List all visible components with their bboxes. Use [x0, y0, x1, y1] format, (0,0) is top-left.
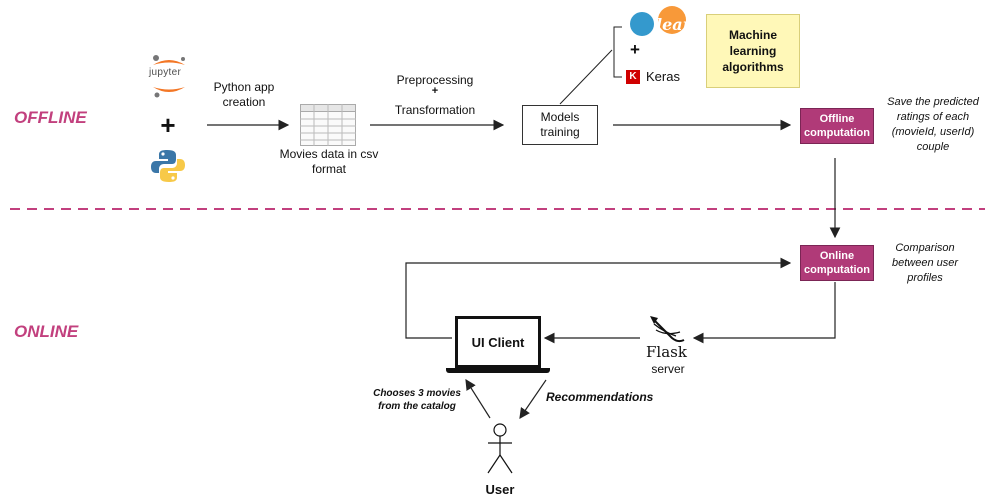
- jupyter-wordmark: jupyter: [149, 67, 182, 78]
- jupyter-logo: jupyter: [147, 52, 191, 100]
- keras-label: Keras: [646, 69, 680, 84]
- user-label: User: [485, 482, 515, 497]
- movies-data-label: Movies data in csv format: [279, 147, 379, 176]
- link-training-to-tools: [559, 49, 613, 105]
- arrow-user-to-client: [465, 378, 491, 419]
- scikit-learn-logo: learn: [628, 6, 703, 40]
- arrow-client-to-online: [405, 257, 792, 339]
- online-computation-box: Online computation: [800, 245, 874, 281]
- laptop-base: [446, 368, 550, 373]
- tools-bracket: [613, 26, 622, 78]
- models-training-label: Models training: [540, 110, 580, 139]
- ui-client-label: UI Client: [471, 334, 525, 350]
- offline-section-label: OFFLINE: [14, 108, 87, 127]
- python-app-label: Python app creation: [213, 80, 275, 109]
- chooses-movies-label: Chooses 3 movies from the catalog: [373, 388, 461, 412]
- online-computation-label: Online computation: [804, 250, 870, 276]
- plus-sign: +: [160, 110, 176, 140]
- tools-plus-sign: +: [630, 40, 640, 59]
- arrow-client-to-user: [519, 379, 547, 419]
- ui-client-laptop: UI Client: [455, 316, 541, 368]
- python-logo: [150, 148, 186, 184]
- keras-logo: K: [626, 70, 640, 84]
- offline-computation-note: Save the predicted ratings of each (movi…: [887, 96, 979, 153]
- online-computation-note: Comparison between user profiles: [891, 242, 959, 284]
- offline-computation-label: Offline computation: [804, 113, 870, 139]
- user-stick-figure-icon: [482, 423, 518, 475]
- ml-algorithms-note: Machine learning algorithms: [706, 14, 800, 88]
- models-training-box: Models training: [522, 105, 598, 145]
- recommendations-label: Recommendations: [546, 390, 654, 404]
- sklearn-wordmark: learn: [656, 15, 703, 34]
- transformation-label: Transformation: [394, 103, 476, 117]
- online-section-label: ONLINE: [14, 322, 79, 341]
- ml-algorithms-label: Machine learning algorithms: [722, 28, 784, 74]
- arrow-online-to-flask: [692, 282, 836, 344]
- preprocessing-label: Preprocessing: [396, 73, 474, 87]
- flask-wordmark: Flask: [646, 343, 687, 361]
- server-label: server: [651, 362, 685, 376]
- preprocessing-plus: +: [431, 85, 439, 97]
- csv-table-icon: [300, 104, 356, 146]
- offline-computation-box: Offline computation: [800, 108, 874, 144]
- flask-logo-icon: [648, 314, 688, 344]
